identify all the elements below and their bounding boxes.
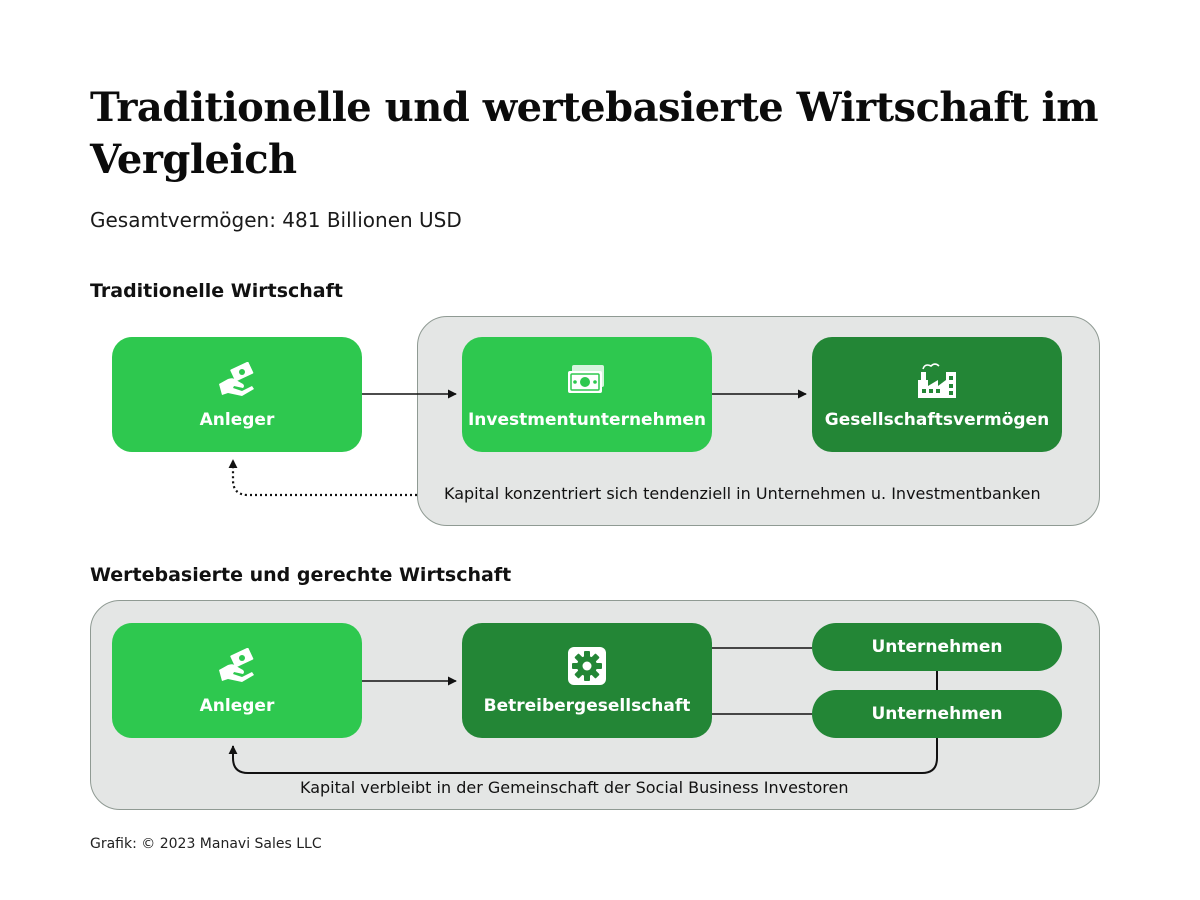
investment-company-node: Investmentunternehmen [462,337,712,452]
operator-company-node: Betreibergesellschaft [462,623,712,738]
page-title: Traditionelle und wertebasierte Wirtscha… [90,84,1099,183]
company-label-2: Unternehmen [871,704,1003,724]
company-node-1: Unternehmen [812,623,1062,671]
values-based-heading: Wertebasierte und gerechte Wirtschaft [90,564,512,586]
traditional-investor-label: Anleger [199,409,275,430]
graphic-credit: Grafik: © 2023 Manavi Sales LLC [90,836,322,852]
total-assets-subtitle: Gesamtvermögen: 481 Billionen USD [90,208,462,232]
hand-money-icon [216,360,258,400]
company-node-2: Unternehmen [812,690,1062,738]
dotted-return-arrow [228,459,417,497]
solid-return-arrow [228,738,938,774]
corporate-assets-node: Gesellschaftsvermögen [812,337,1062,452]
traditional-caption: Kapital konzentriert sich tendenziell in… [444,484,1041,503]
traditional-heading: Traditionelle Wirtschaft [90,280,343,302]
values-investor-label: Anleger [199,695,275,716]
traditional-investor-node: Anleger [112,337,362,452]
investment-company-label: Investmentunternehmen [467,409,707,430]
factory-icon [915,360,959,400]
gear-icon [567,646,607,686]
banknote-icon [566,360,608,400]
values-based-caption: Kapital verbleibt in der Gemeinschaft de… [300,778,849,797]
company-label-1: Unternehmen [871,637,1003,657]
operator-company-label: Betreibergesellschaft [483,695,691,716]
hand-money-icon [216,646,258,686]
corporate-assets-label: Gesellschaftsvermögen [824,409,1050,430]
values-investor-node: Anleger [112,623,362,738]
